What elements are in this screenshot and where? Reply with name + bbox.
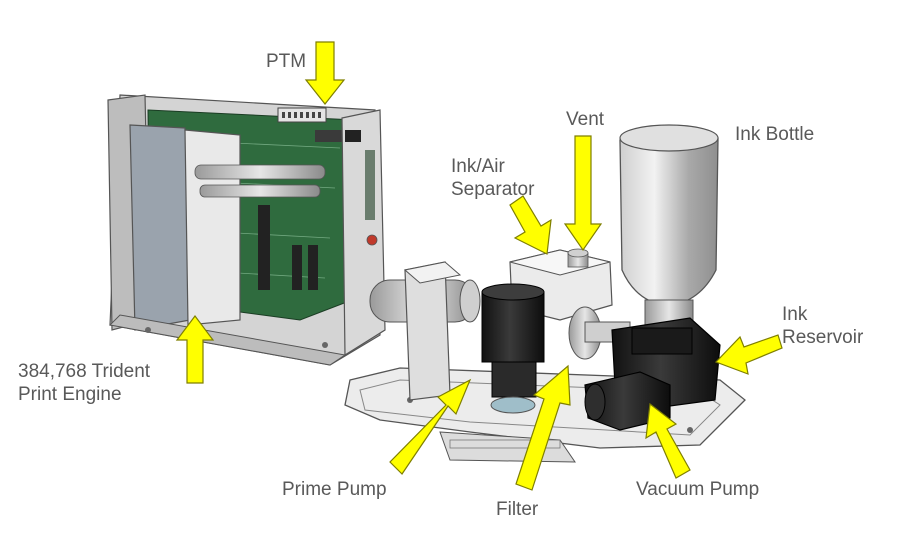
arrow-prime-pump xyxy=(389,378,472,475)
arrow-ptm xyxy=(304,41,346,105)
label-ink-reservoir-line2: Reservoir xyxy=(782,327,864,348)
label-print-engine-line1: 384,768 Trident xyxy=(18,361,151,382)
label-vent: Vent xyxy=(566,109,605,130)
arrow-ink-reservoir xyxy=(714,334,783,375)
arrow-vent xyxy=(563,135,603,252)
label-ink-reservoir-line1: Ink xyxy=(782,304,808,325)
label-ink-bottle: Ink Bottle xyxy=(735,124,815,145)
label-ink-air-separator: Ink/Air Separator xyxy=(451,155,534,201)
label-prime-pump: Prime Pump xyxy=(282,479,387,500)
label-ink-air-separator-line1: Ink/Air xyxy=(451,156,505,177)
label-ink-air-separator-line2: Separator xyxy=(451,179,535,200)
arrow-filter xyxy=(515,364,571,491)
label-filter: Filter xyxy=(496,499,539,520)
label-ink-reservoir: Ink Reservoir xyxy=(782,303,863,349)
ink-bottle xyxy=(619,124,719,333)
arrow-ink-air-separator xyxy=(509,195,552,255)
prime-pump xyxy=(481,283,545,414)
label-vacuum-pump: Vacuum Pump xyxy=(636,479,760,500)
label-print-engine-line2: Print Engine xyxy=(18,384,122,405)
print-engine-assembly xyxy=(107,94,386,366)
label-ptm: PTM xyxy=(266,51,307,72)
arrow-print-engine xyxy=(175,315,215,384)
label-print-engine: 384,768 Trident Print Engine xyxy=(18,360,150,406)
arrow-vacuum-pump xyxy=(645,402,691,479)
